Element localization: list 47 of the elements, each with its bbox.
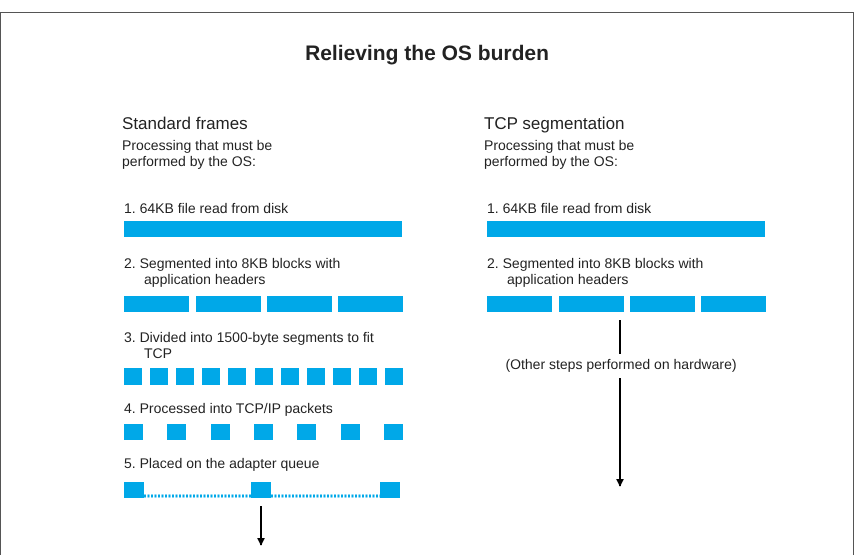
data-block-bar (267, 296, 332, 312)
data-block-bar (630, 296, 695, 312)
packet-block (380, 482, 400, 498)
data-block-bar (487, 296, 552, 312)
packet-block (251, 482, 271, 498)
packet-block (340, 424, 360, 440)
subheading-text: Processing that must be performed by the OS: (484, 137, 636, 169)
packet-block (210, 424, 230, 440)
arrow (616, 378, 624, 487)
packet-block (167, 424, 186, 440)
data-block-bar (124, 221, 402, 237)
packet-block (358, 368, 377, 385)
packet-block (297, 424, 316, 440)
column-heading: Standard frames (122, 114, 249, 134)
step-text: 1. 64KB file read from disk (124, 200, 290, 216)
data-block-bar (701, 296, 766, 312)
step-text: 5. Placed on the adapter queue (124, 455, 320, 471)
data-block-bar (196, 296, 261, 312)
packet-block (384, 424, 403, 440)
packet-block (124, 368, 142, 385)
packet-block (254, 368, 272, 385)
data-block-bar (487, 221, 765, 237)
dotted-connector (144, 494, 251, 498)
subheading-text: Processing that must be performed by the OS: (122, 137, 274, 169)
step-text: 4. Processed into TCP/IP packets (124, 400, 334, 416)
packet-block (254, 424, 273, 440)
data-block-bar (559, 296, 624, 312)
column-heading: TCP segmentation (484, 114, 626, 134)
step-text: 2. Segmented into 8KB blocks with application headers (487, 255, 704, 287)
packet-block (124, 482, 144, 498)
diagram-title: Relieving the OS burden (304, 42, 550, 66)
packet-block (306, 368, 325, 385)
dotted-connector (271, 494, 380, 498)
data-block-bar (338, 296, 403, 312)
packet-block (150, 368, 168, 385)
packet-block (202, 368, 220, 385)
step-text: 2. Segmented into 8KB blocks with application headers (124, 255, 342, 287)
packet-block (228, 368, 246, 385)
packet-block (280, 368, 299, 385)
data-block-bar (124, 296, 189, 312)
step-text: 1. 64KB file read from disk (487, 200, 652, 216)
packet-block (176, 368, 194, 385)
step-text: 3. Divided into 1500-byte segments to fit TCP (124, 329, 375, 361)
arrow (257, 506, 265, 546)
packet-block (124, 424, 143, 440)
packet-block (332, 368, 351, 385)
packet-block (385, 368, 403, 385)
